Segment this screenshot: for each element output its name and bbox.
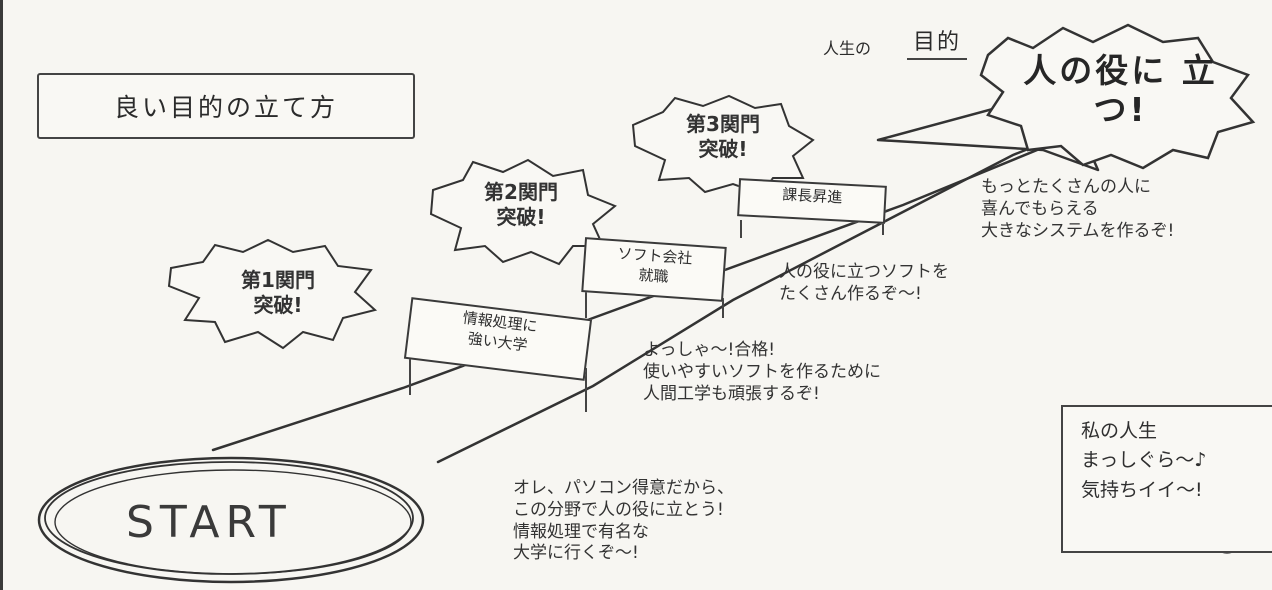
gate1-burst-text: 第1関門 突破! <box>241 268 315 317</box>
goal-cloud-shape <box>979 23 1256 170</box>
gate3-sign: 課長昇進 <box>737 178 887 224</box>
goal-text: 人の役に 立つ! <box>1023 51 1218 129</box>
gate1-note: よっしゃ〜!合格! 使いやすいソフトを作るために 人間工学も頑張するぞ! <box>643 340 881 404</box>
burst-2-shape <box>429 158 617 266</box>
gate3-burst-text: 第3関門 突破! <box>686 112 760 161</box>
gate2-burst-text: 第2関門 突破! <box>484 180 558 229</box>
start-ellipse-inner <box>54 469 412 575</box>
start-note: オレ、パソコン得意だから、 この分野で人の役に立とう! 情報処理で有名な 大学に… <box>513 478 734 564</box>
gate2-note: 人の役に立つソフトを たくさん作るぞ〜! <box>779 262 949 304</box>
life-box: 私の人生 まっしぐら〜♪ 気持ちイイ〜! <box>1061 405 1272 553</box>
diagram-drawing: ^^ <box>37 23 1256 584</box>
purpose-prefix: 人生の <box>823 39 872 58</box>
burst-3-shape <box>631 94 815 196</box>
start-ellipse-outer <box>37 456 425 584</box>
purpose-word: 目的 <box>907 24 968 60</box>
start-label: START <box>126 497 292 548</box>
burst-1-shape <box>167 238 378 350</box>
gate3-note: もっとたくさんの人に 喜んでもらえる 大きなシステムを作るぞ! <box>981 177 1175 241</box>
page-title: 良い目的の立て方 <box>37 73 415 139</box>
gate2-sign: ソフト会社 就職 <box>581 237 727 302</box>
